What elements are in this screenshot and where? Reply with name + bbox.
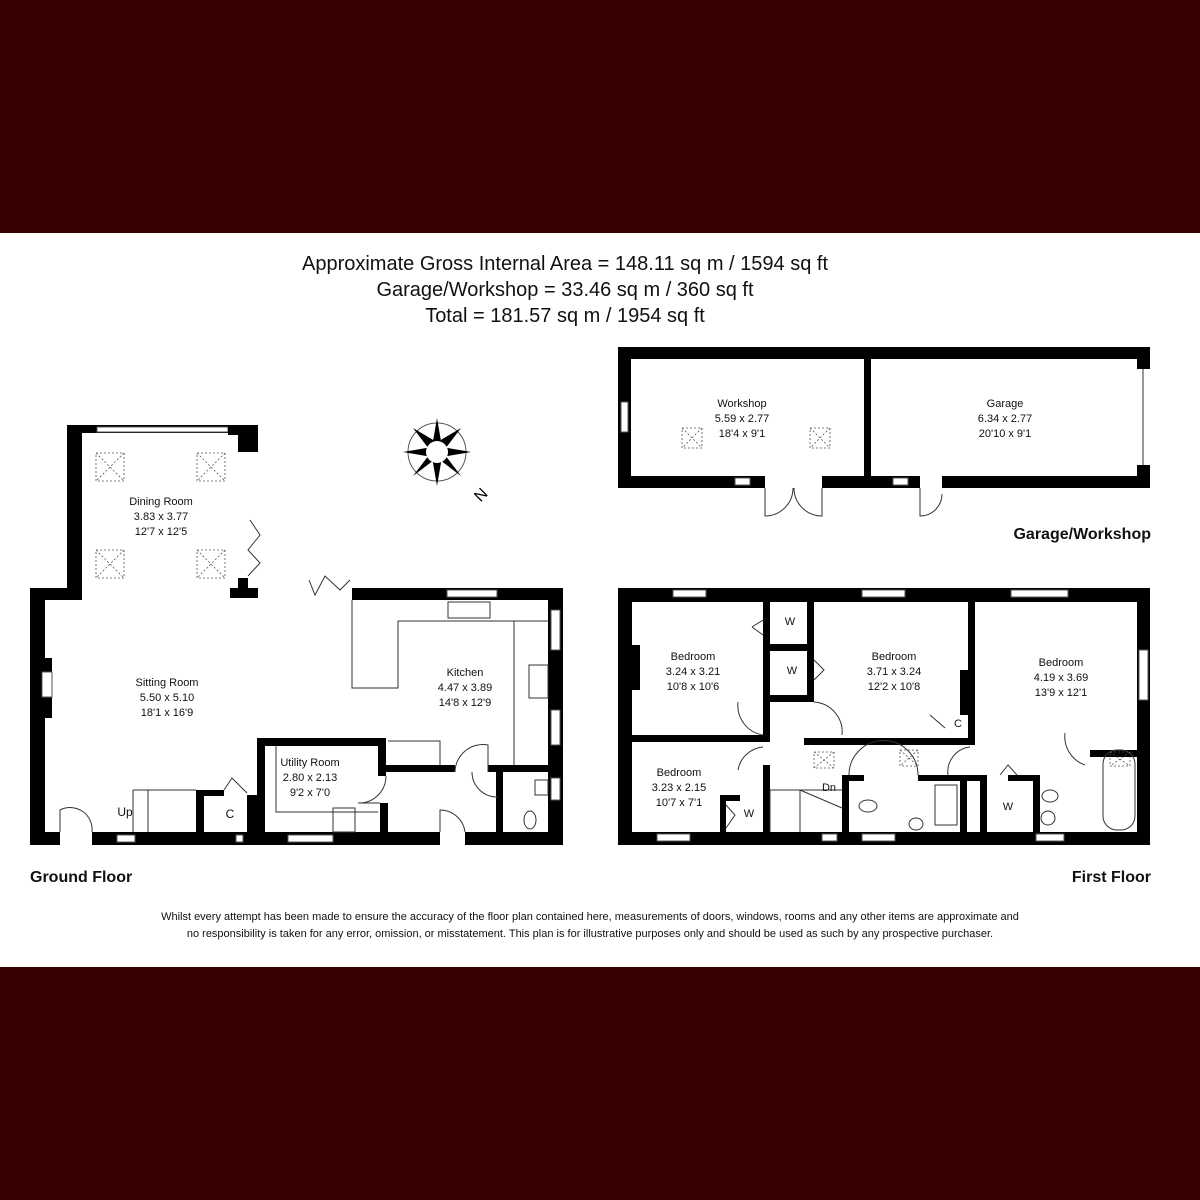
garage-metric: 6.34 x 2.77 [978,413,1032,425]
dining-room-imperial: 12'7 x 12'5 [135,526,188,538]
compass-north-label: N [471,485,491,505]
bedroom-4-metric: 3.23 x 2.15 [652,782,706,794]
bedroom-3-imperial: 13'9 x 12'1 [1035,687,1088,699]
bedroom-3-name: Bedroom [1039,657,1084,669]
skylight-icons [95,452,226,579]
kitchen-imperial: 14'8 x 12'9 [439,697,492,709]
utility-room-name: Utility Room [280,757,339,769]
first-floor-plan: Bedroom 3.24 x 3.21 10'8 x 10'6 Bedroom … [618,588,1150,845]
bedroom-1-imperial: 10'8 x 10'6 [667,681,720,693]
bedroom-3-metric: 4.19 x 3.69 [1034,672,1088,684]
compass-icon: N [403,418,491,505]
kitchen-metric: 4.47 x 3.89 [438,682,492,694]
garage-name: Garage [987,398,1024,410]
gross-area-text: Approximate Gross Internal Area = 148.11… [302,253,828,275]
disclaimer-line-2: no responsibility is taken for any error… [187,928,993,940]
dining-room-name: Dining Room [129,496,193,508]
sitting-room-imperial: 18'1 x 16'9 [141,707,194,719]
stairs-up-label: Up [117,805,133,819]
kitchen-name: Kitchen [447,667,484,679]
bedroom-4-name: Bedroom [657,767,702,779]
bedroom-4-imperial: 10'7 x 7'1 [656,797,702,809]
ground-floor-plan: Dining Room 3.83 x 3.77 12'7 x 12'5 Sitt… [30,425,563,845]
ground-floor-title: Ground Floor [30,869,132,886]
garage-workshop-title: Garage/Workshop [1013,526,1151,543]
garage-imperial: 20'10 x 9'1 [979,428,1032,440]
bedroom-1-name: Bedroom [671,651,716,663]
wardrobe-label: W [787,665,798,677]
garage-area-text: Garage/Workshop = 33.46 sq m / 360 sq ft [376,279,754,301]
bedroom-2-imperial: 12'2 x 10'8 [868,681,921,693]
wardrobe-label: W [744,808,755,820]
bedroom-2-metric: 3.71 x 3.24 [867,666,921,678]
total-area-text: Total = 181.57 sq m / 1954 sq ft [425,305,705,327]
workshop-name: Workshop [717,398,766,410]
sitting-room-name: Sitting Room [136,677,199,689]
dining-room-metric: 3.83 x 3.77 [134,511,188,523]
stairs-down-label: Dn [822,782,836,794]
bedroom-1-metric: 3.24 x 3.21 [666,666,720,678]
garage-workshop-plan: Workshop 5.59 x 2.77 18'4 x 9'1 Garage 6… [618,347,1150,517]
wardrobe-label: W [785,616,796,628]
cupboard-label: C [226,807,235,821]
workshop-imperial: 18'4 x 9'1 [719,428,765,440]
sitting-room-metric: 5.50 x 5.10 [140,692,194,704]
first-floor-title: First Floor [1072,869,1151,886]
wardrobe-label: W [1003,801,1014,813]
cupboard-label: C [954,718,962,730]
disclaimer-line-1: Whilst every attempt has been made to en… [161,911,1019,923]
utility-room-imperial: 9'2 x 7'0 [290,787,330,799]
bedroom-2-name: Bedroom [872,651,917,663]
workshop-metric: 5.59 x 2.77 [715,413,769,425]
utility-room-metric: 2.80 x 2.13 [283,772,337,784]
